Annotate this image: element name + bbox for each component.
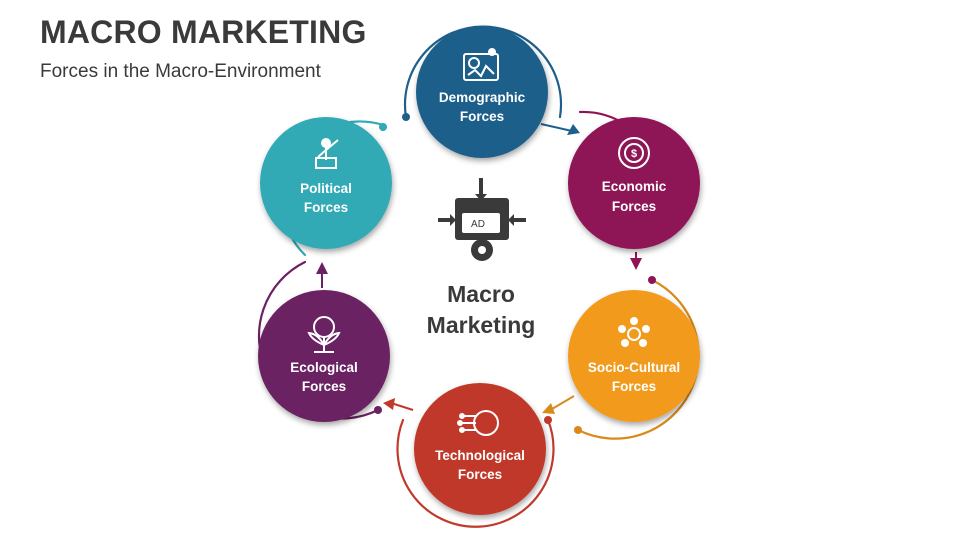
ad-gear-icon: AD — [438, 178, 526, 261]
socio-cultural-label-line1: Socio-Cultural — [588, 360, 680, 375]
force-node-ecological[interactable]: Ecological Forces — [258, 290, 390, 422]
connector-lines — [321, 123, 637, 411]
arrowheads — [316, 124, 642, 414]
svg-text:AD: AD — [471, 219, 485, 230]
ecological-label-line2: Forces — [302, 379, 346, 394]
plant-globe-icon — [307, 316, 341, 353]
arrow-tech-to-eco — [383, 398, 395, 410]
center-label-line2: Marketing — [427, 312, 536, 338]
arrow-econ-to-socio — [630, 258, 642, 270]
politician-podium-icon — [315, 138, 339, 169]
political-label-line1: Political — [300, 181, 352, 196]
arrow-eco-to-pol — [316, 262, 328, 274]
socio-cultural-label-line2: Forces — [612, 379, 656, 394]
demographic-label-line2: Forces — [460, 109, 504, 124]
dot-socio-cultural — [574, 426, 582, 434]
people-circle-icon — [618, 317, 650, 347]
dot-demographic — [402, 113, 410, 121]
force-node-demographic[interactable]: Demographic Forces — [416, 26, 548, 158]
demographic-label-line1: Demographic — [439, 90, 526, 105]
svg-text:$: $ — [631, 148, 637, 160]
dot-political — [379, 123, 387, 131]
ecological-label-line1: Ecological — [290, 360, 358, 375]
technological-label-line2: Forces — [458, 467, 502, 482]
dot-ecological — [374, 406, 382, 414]
arrow-demo-to-econ — [567, 124, 580, 135]
page-subtitle: Forces in the Macro-Environment — [40, 61, 321, 82]
force-node-political[interactable]: Political Forces — [260, 117, 392, 249]
political-label-line2: Forces — [304, 200, 348, 215]
force-node-economic[interactable]: $ Economic Forces — [568, 117, 700, 249]
arc-dots — [374, 113, 656, 434]
arc-technological — [396, 418, 555, 528]
arc-socio-cultural — [576, 278, 700, 440]
circuit-gear-icon — [457, 410, 499, 436]
economic-label-line1: Economic — [602, 179, 667, 194]
force-node-technological[interactable]: Technological Forces — [414, 383, 546, 515]
page-title: MACRO MARKETING — [40, 14, 367, 50]
center-label-line1: Macro — [447, 281, 515, 307]
technological-label-line1: Technological — [435, 448, 525, 463]
arrow-socio-to-tech — [542, 403, 555, 414]
force-node-socio-cultural[interactable]: Socio-Cultural Forces — [568, 290, 700, 422]
dot-technological — [544, 416, 552, 424]
dot-economic — [648, 276, 656, 284]
economic-label-line2: Forces — [612, 199, 656, 214]
demographic-chart-icon — [463, 48, 499, 81]
money-globe-gear-icon: $ — [618, 137, 650, 169]
